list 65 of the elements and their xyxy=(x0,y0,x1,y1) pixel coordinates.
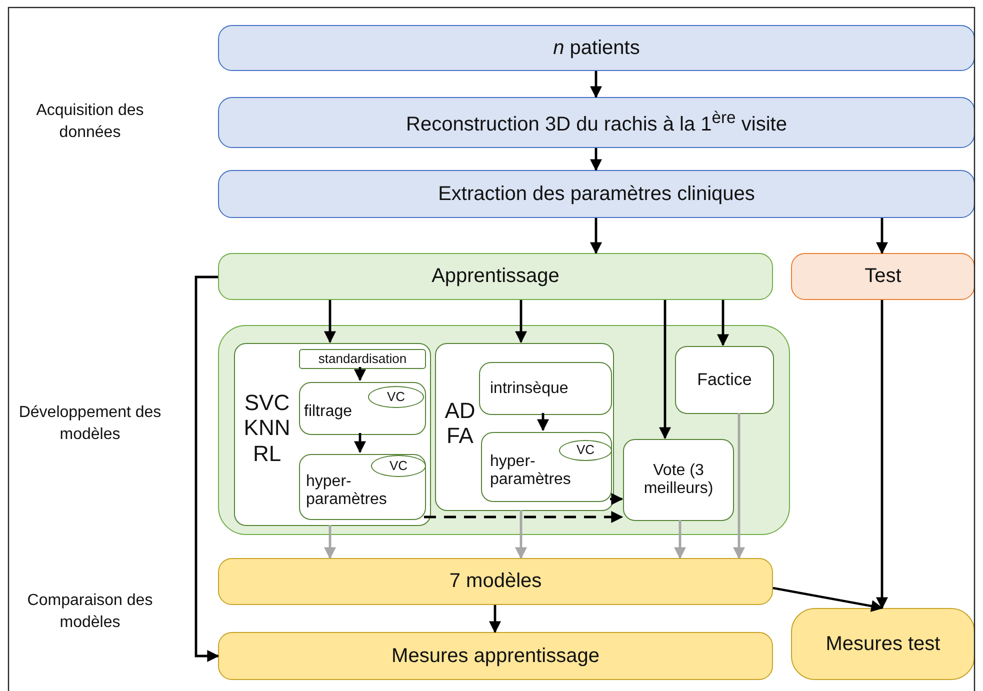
box-label: intrinsèque xyxy=(490,380,570,398)
ellipse-tag xyxy=(368,386,424,408)
stage-label: Acquisition des données xyxy=(35,101,145,144)
box-label: Extraction des paramètres cliniques xyxy=(437,182,756,206)
arrow xyxy=(610,493,624,505)
box-label: filtrage xyxy=(304,403,354,422)
box-label: hyper- paramètres xyxy=(490,453,572,490)
process-box xyxy=(481,432,612,502)
stage-label: Comparaison des modèles xyxy=(26,591,154,634)
arrow xyxy=(659,300,671,440)
arrow xyxy=(354,367,366,382)
stage-label: Développement des modèles xyxy=(18,403,162,446)
arrow xyxy=(537,413,549,432)
box-label: Mesures apprentissage xyxy=(390,644,600,668)
arrow xyxy=(674,520,686,560)
box-label: Apprentissage xyxy=(430,265,560,288)
box-label: VC xyxy=(386,390,406,404)
group-panel xyxy=(234,343,431,526)
process-box xyxy=(218,170,975,218)
process-box xyxy=(218,632,773,680)
arrow xyxy=(717,300,729,346)
box-label: Reconstruction 3D du rachis à la 1$^{ère}$ visite xyxy=(405,108,788,137)
arrow xyxy=(733,413,745,560)
arrow xyxy=(515,300,527,344)
box-label: VC xyxy=(388,458,409,474)
box-label: Mesures test xyxy=(824,632,942,656)
arrow xyxy=(489,605,501,634)
group-panel xyxy=(218,325,790,535)
process-box xyxy=(218,97,975,148)
arrow xyxy=(590,71,602,98)
box-label: SVC KNN RL xyxy=(242,390,292,466)
process-box xyxy=(218,25,975,71)
box-label: Vote (3 meilleurs) xyxy=(642,462,714,498)
arrow xyxy=(876,300,888,610)
process-box xyxy=(479,362,612,415)
box-label: hyper- paramètres xyxy=(306,473,388,510)
process-box xyxy=(218,253,773,300)
process-box xyxy=(791,608,975,680)
process-box xyxy=(299,349,426,369)
arrow xyxy=(515,510,527,560)
box-label: n patients xyxy=(552,36,641,60)
process-box xyxy=(299,382,426,435)
group-panel xyxy=(435,343,614,511)
box-label: Factice xyxy=(696,370,753,390)
ellipse-tag xyxy=(559,440,612,461)
arrow xyxy=(590,148,602,172)
process-box xyxy=(623,439,734,521)
process-box xyxy=(675,346,774,414)
box-label: VC xyxy=(575,443,596,458)
box-label: 7 modèles xyxy=(448,570,543,593)
process-box xyxy=(299,454,426,520)
arrow xyxy=(194,276,220,662)
arrow xyxy=(354,433,366,454)
arrow xyxy=(424,511,624,523)
arrow xyxy=(876,218,888,254)
box-label: AD FA xyxy=(444,398,476,449)
box-label: standardisation xyxy=(317,352,408,366)
arrow xyxy=(324,300,336,344)
arrow xyxy=(324,525,336,560)
ellipse-tag xyxy=(371,455,426,477)
process-box xyxy=(791,253,975,300)
process-box xyxy=(218,558,773,605)
arrow xyxy=(772,586,884,612)
box-label: Test xyxy=(864,265,902,288)
arrow xyxy=(590,218,602,254)
